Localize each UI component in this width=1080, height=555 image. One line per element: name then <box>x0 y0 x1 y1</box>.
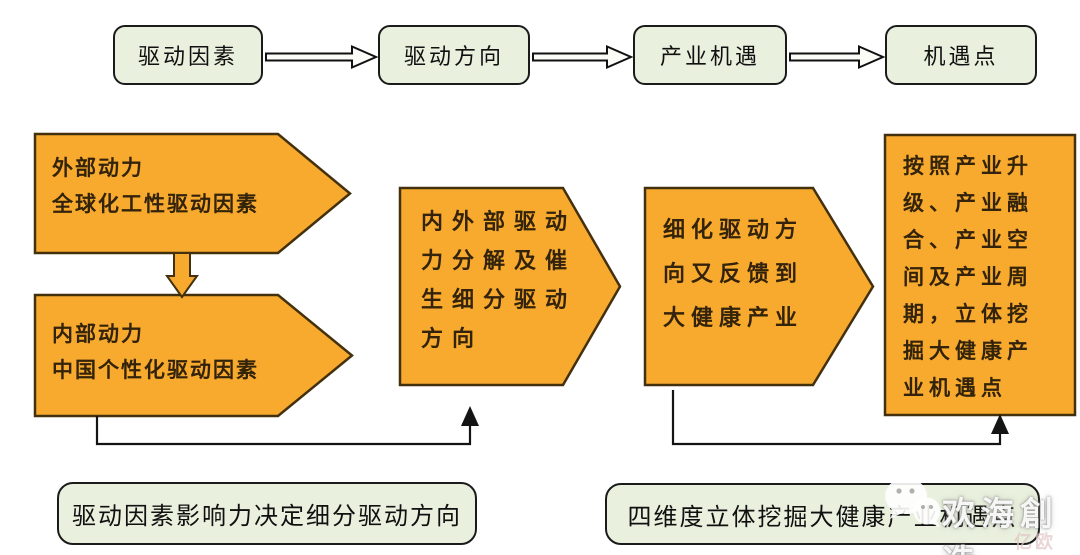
stage-label: 驱动因素 <box>137 45 238 70</box>
opportunity-box <box>883 133 1077 417</box>
stage-label: 机遇点 <box>923 45 999 70</box>
external-driver-text: 外部动力 全球化工性驱动因素 <box>52 155 259 216</box>
watermark-brand: 欢海創造 <box>942 494 1059 555</box>
stage-box-driving-factors: 驱动因素 <box>113 25 263 85</box>
stage-box-opportunity-points: 机遇点 <box>885 25 1037 85</box>
stage-label: 产业机遇 <box>659 45 760 70</box>
connector-right <box>671 390 1002 446</box>
flow-arrow-1 <box>265 44 379 70</box>
pentagon-decompose <box>398 186 622 387</box>
connector-left-arrowhead-icon <box>461 406 479 426</box>
flow-arrow-3 <box>789 44 886 70</box>
down-arrow-icon <box>165 252 199 299</box>
feedback-text: 细化驱动方 向又反馈到 大健康产业 <box>663 217 804 331</box>
internal-driver-text: 内部动力 中国个性化驱动因素 <box>52 321 259 382</box>
opportunity-text: 按照产业升 级、产业融 合、产业空 间及产业周 期，立体挖 掘大健康产 业机遇点 <box>903 153 1033 400</box>
note-box-left: 驱动因素影响力决定细分驱动方向 <box>57 482 477 545</box>
stage-box-industry-opportunity: 产业机遇 <box>633 25 787 85</box>
note-box-right: 四维度立体挖掘大健康产业机遇点 <box>605 483 1040 545</box>
decompose-text: 内外部驱动 力分解及催 生细分驱动 方向 <box>421 209 577 352</box>
stage-label: 驱动方向 <box>403 45 504 70</box>
note-right-label: 四维度立体挖掘大健康产业机遇点 <box>627 502 1018 531</box>
wechat-icon <box>885 478 941 527</box>
pentagon-internal-driver <box>33 293 354 418</box>
pentagon-feedback <box>643 186 875 387</box>
watermark-corner-logo: 亿欧 <box>1014 532 1056 552</box>
connector-right-arrowhead-icon <box>991 414 1009 434</box>
stage-box-driving-direction: 驱动方向 <box>378 25 530 85</box>
connector-left <box>95 416 472 446</box>
flow-arrow-2 <box>532 44 634 70</box>
note-left-label: 驱动因素影响力决定细分驱动方向 <box>72 502 462 530</box>
pentagon-external-driver <box>33 132 352 255</box>
